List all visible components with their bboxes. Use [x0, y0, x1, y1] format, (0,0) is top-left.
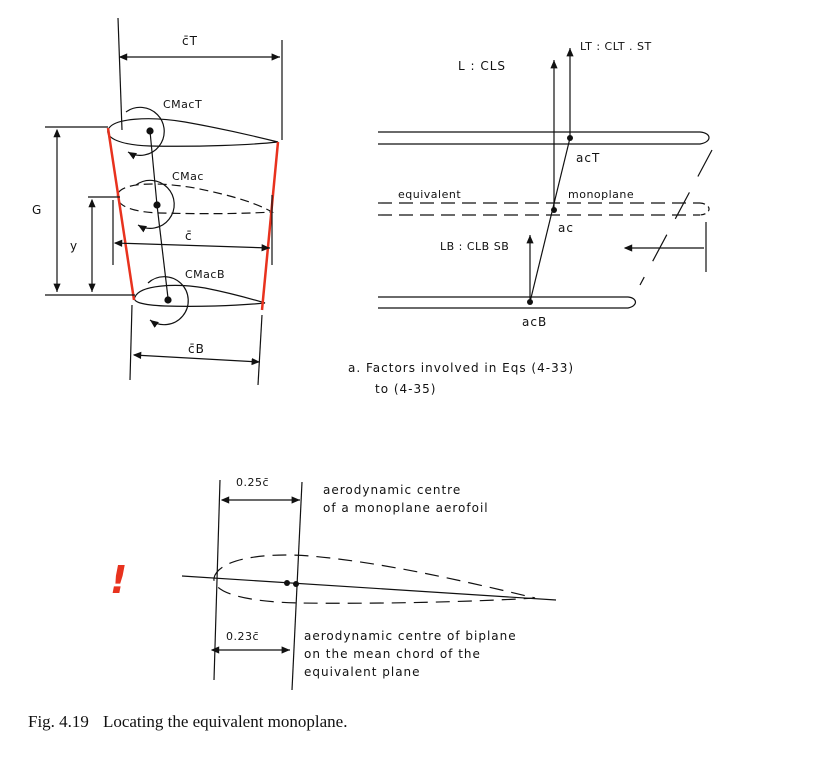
subcaption-line1: a. Factors involved in Eqs (4-33): [348, 361, 574, 375]
label-mid-moment: CMac: [172, 170, 204, 183]
label-bottom-chord: c̄B: [188, 342, 205, 356]
bottom-labels: 0.25c̄ 0.23c̄ aerodynamic centre of a mo…: [226, 476, 517, 679]
right-labels: L : CLS LT : CLT . ST acT equivalent mon…: [348, 40, 652, 396]
left-diagram: [45, 17, 283, 386]
label-lift-top: LT : CLT . ST: [580, 40, 652, 53]
label-gap: G: [32, 203, 42, 217]
label-mid-chord: c̄: [185, 229, 193, 243]
figure-caption-text: Locating the equivalent monoplane.: [102, 712, 348, 731]
equivalent-aerofoil: [213, 554, 536, 604]
label-height: y: [70, 239, 78, 253]
label-top-chord: c̄T: [182, 34, 198, 48]
mid-aerofoil: [116, 183, 275, 215]
note-top-line2: of a monoplane aerofoil: [323, 501, 489, 515]
label-ac-mid: ac: [558, 221, 574, 235]
right-diagram: [378, 48, 713, 309]
right-ac-points: [527, 135, 573, 305]
label-lift-total: L : CLS: [458, 59, 506, 73]
label-dim-top: 0.25c̄: [236, 476, 269, 489]
figure-caption: Fig. 4.19 Locating the equivalent monopla…: [28, 712, 347, 732]
bottom-aerofoil: [133, 284, 266, 307]
label-dim-bottom: 0.23c̄: [226, 630, 259, 643]
label-top-moment: CMacT: [163, 98, 202, 111]
warning-mark: !: [110, 558, 128, 602]
left-labels: c̄T CMacT CMac c̄ CMacB c̄B G y: [32, 34, 225, 356]
figure-number: Fig. 4.19: [28, 712, 89, 731]
subcaption-line2: to (4-35): [375, 382, 436, 396]
bottom-ac-points: [284, 580, 299, 587]
top-aerofoil: [107, 118, 279, 147]
label-lift-bottom: LB : CLB SB: [440, 240, 509, 253]
label-monoplane: monoplane: [568, 188, 634, 201]
top-wing: [378, 131, 710, 145]
bottom-diagram: [181, 479, 557, 691]
label-ac-top: acT: [576, 151, 600, 165]
label-equivalent: equivalent: [398, 188, 461, 201]
note-bottom-line1: aerodynamic centre of biplane: [304, 629, 517, 643]
note-top-line1: aerodynamic centre: [323, 483, 461, 497]
label-ac-bottom: acB: [522, 315, 547, 329]
label-bottom-moment: CMacB: [185, 268, 225, 281]
bottom-wing: [378, 296, 637, 309]
note-bottom-line2: on the mean chord of the: [304, 647, 481, 661]
note-bottom-line3: equivalent plane: [304, 665, 421, 679]
